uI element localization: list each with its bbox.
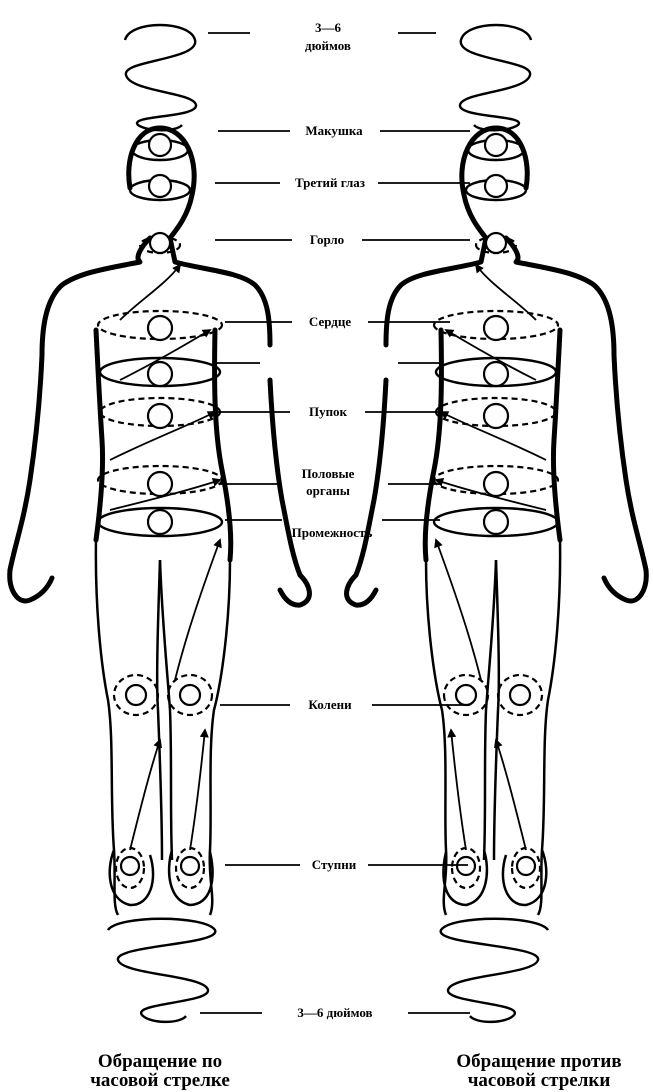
caption-left-line1: Обращение по [98,1051,222,1072]
top-distance-unit: дюймов [305,38,351,53]
label-throat: Горло [310,232,344,247]
right-top-spiral-icon [460,25,531,130]
label-crown: Макушка [305,123,363,138]
label-third-eye: Третий глаз [295,175,365,190]
top-distance-value: 3—6 [315,20,342,35]
left-bottom-spiral-icon [108,919,215,1022]
caption-right-line2: часовой стрелки [468,1070,611,1091]
caption-left-line2: часовой стрелке [90,1070,230,1091]
label-genitals-2: органы [306,483,350,498]
right-figure-counterclockwise [347,25,647,1022]
label-genitals-1: Половые [302,466,355,481]
label-feet: Ступни [312,857,357,872]
left-top-spiral-icon [125,25,196,130]
left-figure-clockwise [10,25,310,1022]
label-knees: Колени [308,697,352,712]
label-navel: Пупок [309,404,348,419]
right-bottom-spiral-icon [441,919,548,1022]
label-heart: Сердце [309,314,351,329]
label-perineum: Промежность [292,525,373,540]
caption-right-line1: Обращение против [456,1051,621,1072]
bottom-distance: 3—6 дюймов [297,1005,372,1020]
